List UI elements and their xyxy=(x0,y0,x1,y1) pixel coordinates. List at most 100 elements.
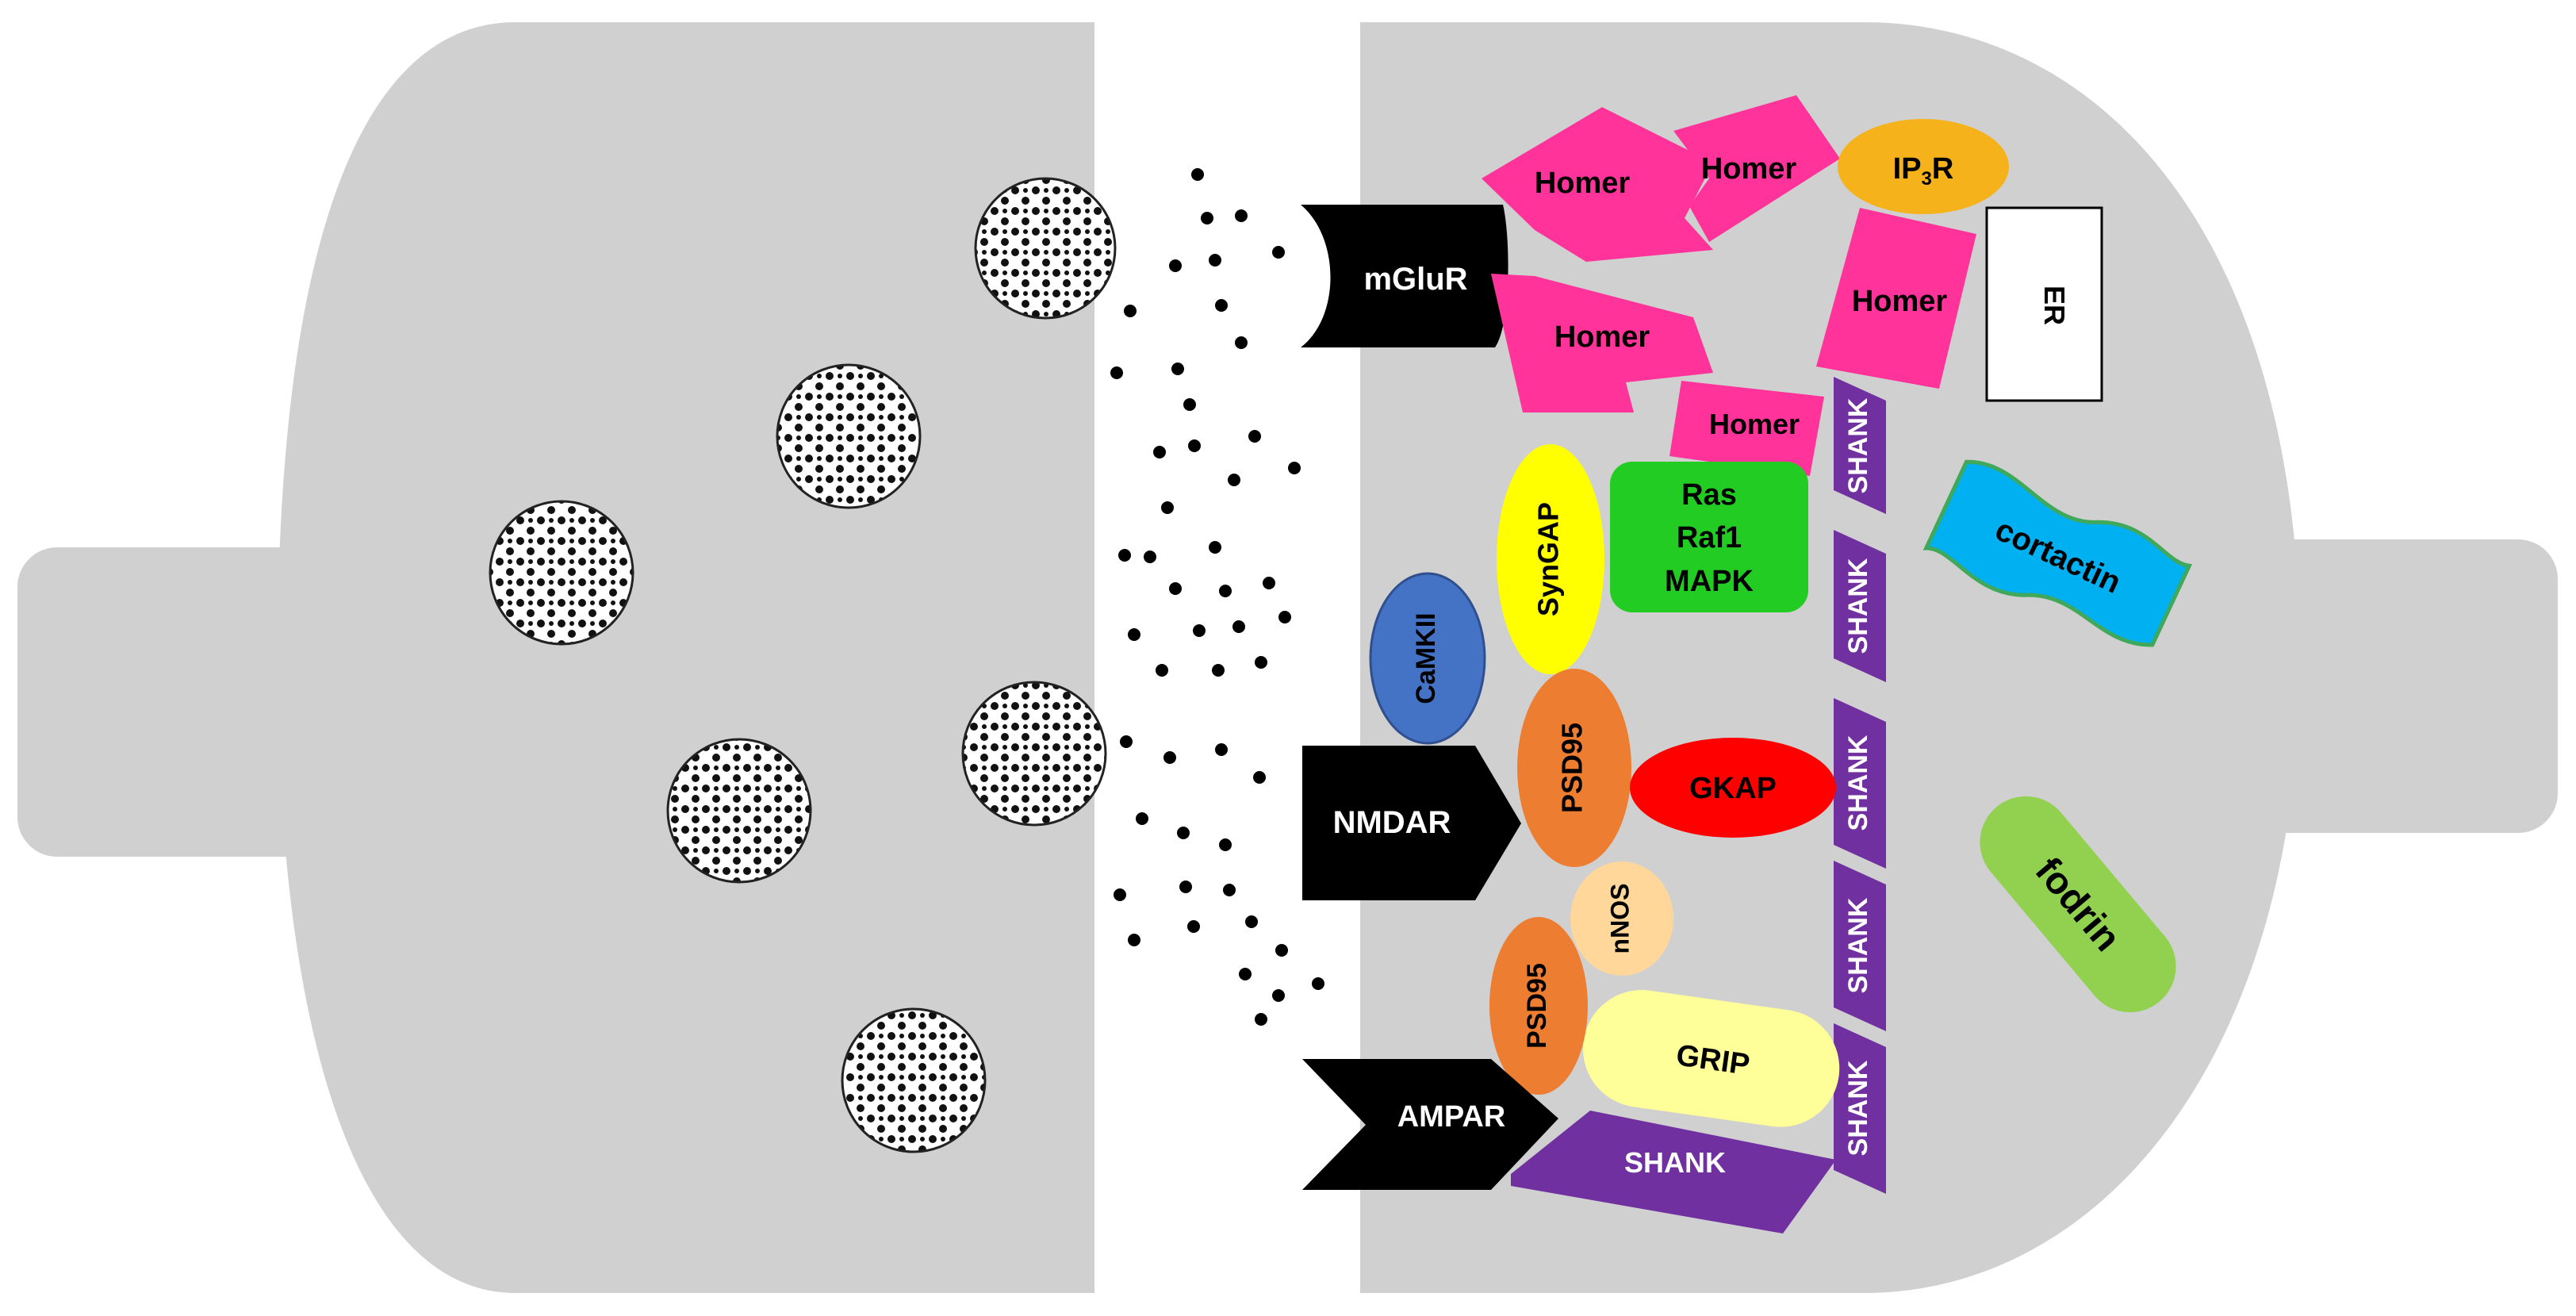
camkii-label: CaMKII xyxy=(1411,612,1441,704)
neurotransmitter-dot xyxy=(1136,812,1148,825)
shank-label: SHANK xyxy=(1624,1146,1726,1179)
ampar-label: AMPAR xyxy=(1397,1100,1506,1134)
ampar-receptor: AMPAR xyxy=(1302,1059,1558,1190)
neurotransmitter-dot xyxy=(1263,577,1275,589)
neurotransmitter-dot xyxy=(1255,1013,1267,1026)
neurotransmitter-dot xyxy=(1161,501,1174,514)
neurotransmitter-dot xyxy=(1153,446,1166,458)
neurotransmitter-dot xyxy=(1144,551,1156,563)
presynaptic-bouton xyxy=(278,22,1094,1293)
shank-horizontal: SHANK xyxy=(1511,1111,1836,1234)
mglur-receptor: mGluR xyxy=(1301,205,1508,347)
er-label: ER xyxy=(2038,286,2071,325)
neurotransmitter-dot xyxy=(1191,168,1204,181)
neurotransmitter-dot xyxy=(1177,827,1190,839)
neurotransmitter-dot xyxy=(1245,915,1258,928)
neurotransmitter-dot xyxy=(1235,209,1248,222)
gkap: GKAP xyxy=(1630,738,1836,838)
neurotransmitter-dot xyxy=(1171,363,1184,375)
gkap-label: GKAP xyxy=(1689,772,1777,805)
neurotransmitter-dot xyxy=(1201,212,1213,224)
shank-segment: SHANK xyxy=(1834,1023,1886,1194)
mapk-label: MAPK xyxy=(1665,565,1754,598)
postsynaptic-dendrite xyxy=(2221,539,2558,833)
homer-label: Homer xyxy=(1852,285,1948,318)
homer-upper-right: Homer xyxy=(1673,95,1840,242)
neurotransmitter-dot xyxy=(1219,585,1232,597)
psd95-lower: PSD95 xyxy=(1489,917,1588,1095)
grip: GRIP xyxy=(1582,990,1840,1127)
psd95-label: PSD95 xyxy=(1522,963,1552,1049)
neurotransmitter-dot xyxy=(1128,934,1140,946)
vesicle xyxy=(961,681,1107,827)
neurotransmitter-dot xyxy=(1272,246,1285,259)
neurotransmitter-dot xyxy=(1278,611,1291,623)
neurotransmitter-dot xyxy=(1209,541,1221,554)
syngap: SynGAP xyxy=(1497,444,1604,674)
neurotransmitter-dot xyxy=(1272,989,1285,1002)
homer-label: Homer xyxy=(1535,167,1631,200)
homer-label: Homer xyxy=(1709,408,1800,440)
neurotransmitter-molecules xyxy=(1110,168,1324,1026)
shank-column: SHANK SHANK SHANK SHANK SHANK xyxy=(1834,377,1886,1194)
shank-label: SHANK xyxy=(1843,735,1873,831)
presynaptic-axon xyxy=(17,547,351,857)
homer-middle: Homer xyxy=(1491,274,1713,412)
neurotransmitter-dot xyxy=(1188,439,1201,452)
neurotransmitter-dot xyxy=(1248,430,1261,443)
ip3r-label: IP3R xyxy=(1893,152,1954,190)
homer-upper-left: Homer xyxy=(1482,107,1713,262)
homer-label: Homer xyxy=(1701,152,1797,186)
presynaptic-terminal xyxy=(17,22,1094,1293)
neurotransmitter-dot xyxy=(1110,366,1123,379)
endoplasmic-reticulum: ER xyxy=(1985,206,2103,402)
vesicle xyxy=(776,363,922,509)
neurotransmitter-dot xyxy=(1169,259,1182,272)
neurotransmitter-dot xyxy=(1179,881,1192,893)
neurotransmitter-dot xyxy=(1124,305,1137,317)
homer-lower: Homer xyxy=(1669,381,1824,476)
nnos-label: nNOS xyxy=(1605,884,1634,954)
neurotransmitter-dot xyxy=(1239,968,1252,980)
neurotransmitter-dot xyxy=(1183,398,1196,411)
neurotransmitter-dot xyxy=(1209,254,1221,267)
mglur-label: mGluR xyxy=(1363,262,1467,297)
camkii: CaMKII xyxy=(1369,572,1486,745)
neurotransmitter-dot xyxy=(1219,838,1232,851)
neurotransmitter-dot xyxy=(1163,751,1176,764)
neurotransmitter-dot xyxy=(1118,549,1131,562)
neurotransmitter-dot xyxy=(1187,920,1200,933)
ras-label: Ras xyxy=(1681,478,1737,512)
nmdar-label: NMDAR xyxy=(1333,805,1451,840)
shank-label: SHANK xyxy=(1843,397,1873,493)
neurotransmitter-dot xyxy=(1255,656,1267,669)
neurotransmitter-dot xyxy=(1128,628,1140,641)
shank-label: SHANK xyxy=(1843,897,1873,993)
psd95-label: PSD95 xyxy=(1556,723,1589,813)
neurotransmitter-dot xyxy=(1120,735,1133,748)
neurotransmitter-dot xyxy=(1193,624,1206,637)
shank-segment: SHANK xyxy=(1834,698,1886,869)
neurotransmitter-dot xyxy=(1235,336,1248,349)
neurotransmitter-dot xyxy=(1275,944,1288,957)
shank-segment: SHANK xyxy=(1834,377,1886,514)
vesicle xyxy=(489,500,634,646)
ip3r: IP3R xyxy=(1838,119,2009,214)
neurotransmitter-dot xyxy=(1212,664,1225,677)
homer-label: Homer xyxy=(1554,320,1650,354)
neurotransmitter-dot xyxy=(1114,888,1126,901)
shank-segment: SHANK xyxy=(1834,530,1886,682)
neurotransmitter-dot xyxy=(1215,743,1228,756)
syngap-label: SynGAP xyxy=(1532,502,1565,616)
neurotransmitter-dot xyxy=(1169,582,1182,595)
neurotransmitter-dot xyxy=(1288,462,1301,474)
neurotransmitter-dot xyxy=(1215,299,1228,312)
nmdar-receptor: NMDAR xyxy=(1302,746,1521,900)
synaptic-vesicles xyxy=(489,177,1117,1153)
shank-label: SHANK xyxy=(1843,1060,1873,1156)
homer-vertical: Homer xyxy=(1816,208,1976,389)
ras-raf-mapk: Ras Raf1 MAPK xyxy=(1610,462,1808,612)
neurotransmitter-dot xyxy=(1156,664,1168,677)
vesicle xyxy=(974,177,1117,320)
